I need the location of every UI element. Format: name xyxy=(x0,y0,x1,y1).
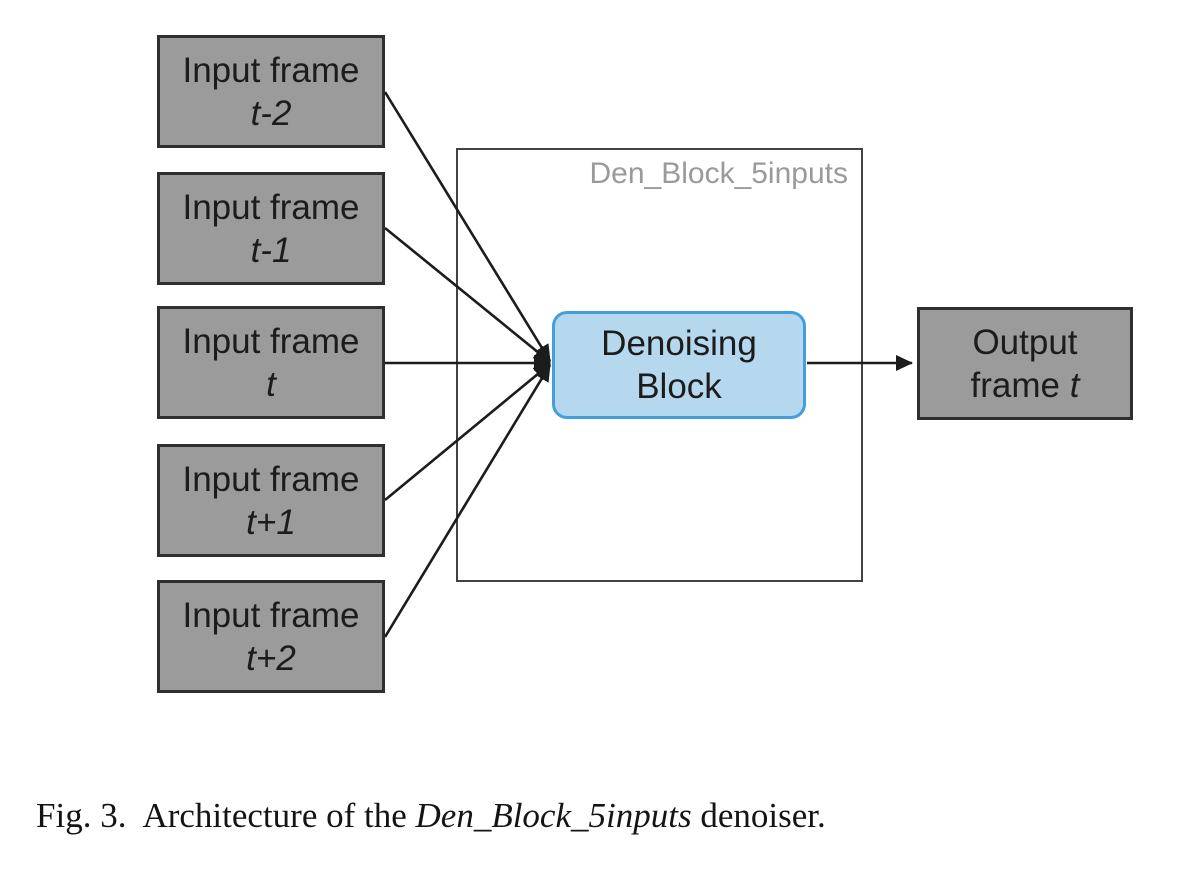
caption-italic-term: Den_Block_5inputs xyxy=(415,796,692,835)
output-frame-box: Output frame t xyxy=(917,307,1133,420)
figure-number: Fig. 3. xyxy=(36,796,127,835)
output-frame-word: frame xyxy=(970,365,1070,405)
input-frame-label: Input frame xyxy=(182,50,360,90)
input-frame-label: Input frame xyxy=(182,459,360,499)
output-label: Output xyxy=(972,322,1078,362)
denoising-block-label-line2: Block xyxy=(636,367,722,406)
figure-caption: Fig. 3. Architecture of the Den_Block_5in… xyxy=(36,794,826,838)
input-frame-t-box: Input frame t xyxy=(157,306,385,419)
input-frame-t-plus-2-box: Input frame t+2 xyxy=(157,580,385,693)
frame-index-label: t+1 xyxy=(246,502,296,542)
input-frame-t-minus-2-box: Input frame t-2 xyxy=(157,35,385,148)
frame-index-label: t-2 xyxy=(250,93,292,133)
denoising-block-label-line1: Denoising xyxy=(601,324,757,363)
output-frame-t: t xyxy=(1069,365,1080,405)
input-frame-label: Input frame xyxy=(182,187,360,227)
frame-index-label: t xyxy=(266,364,276,404)
input-frame-t-minus-1-box: Input frame t-1 xyxy=(157,172,385,285)
input-frame-label: Input frame xyxy=(182,321,360,361)
denoising-block: Denoising Block xyxy=(552,311,806,419)
frame-index-label: t-1 xyxy=(250,230,292,270)
caption-text-after: denoiser. xyxy=(691,796,826,835)
input-frame-t-plus-1-box: Input frame t+1 xyxy=(157,444,385,557)
frame-index-label: t+2 xyxy=(246,638,296,678)
output-frame-index-label: frame t xyxy=(971,364,1080,407)
input-frame-label: Input frame xyxy=(182,595,360,635)
caption-text-before: Architecture of the xyxy=(142,796,416,835)
container-label: Den_Block_5inputs xyxy=(589,157,848,190)
